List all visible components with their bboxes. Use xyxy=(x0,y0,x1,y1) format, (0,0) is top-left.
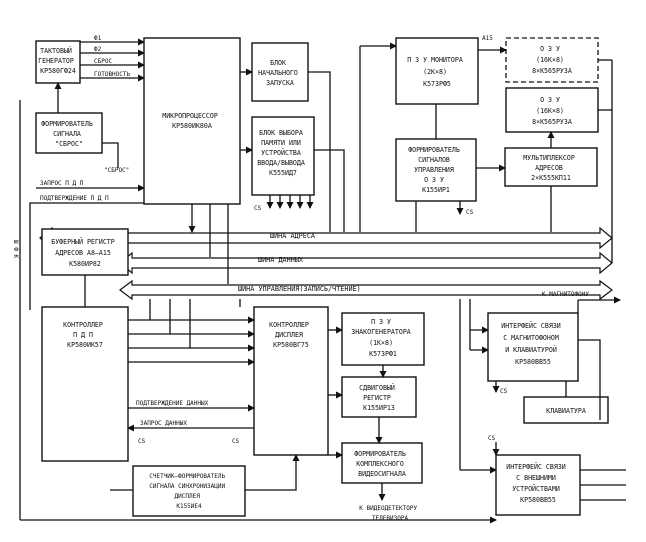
mem-select-text: БЛОК ВЫБОРА ПАМЯТИ ИЛИ УСТРОЙСТВА ВВОДА/… xyxy=(257,129,309,177)
start-unit-text: БЛОК НАЧАЛЬНОГО ЗАПУСКА xyxy=(258,59,302,87)
phi1-label: Ф1 xyxy=(94,35,102,42)
ext-interface-block xyxy=(495,454,581,516)
sync-counter-text: СЧЕТЧИК–ФОРМИРОВАТЕЛЬ СИГНАЛА СИНХРОНИЗА… xyxy=(149,473,228,510)
mem-select-cs-label: CS xyxy=(254,205,262,212)
reset-out-line xyxy=(102,142,119,168)
clock-generator-text: ТАКТОВЫЙ ГЕНЕРАТОР КР580ГФ24 xyxy=(38,46,78,75)
dma-ack-label: ПОДТВЕРЖДЕНИЕ П Д П xyxy=(40,195,109,202)
dma-cs-label: CS xyxy=(138,438,146,445)
data-ack-label: ПОДТВЕРЖДЕНИЕ ДАННЫХ xyxy=(136,400,209,407)
reset-out-label: "СБРОС" xyxy=(104,167,129,174)
mem-select-block xyxy=(251,116,315,196)
sync-to-disp xyxy=(245,454,300,491)
reset-former-block xyxy=(35,112,103,154)
data-bus-label: ШИНА ДАННЫХ xyxy=(258,256,304,264)
reset-former-text: ФОРМИРОВАТЕЛЬ СИГНАЛА "СБРОС" xyxy=(41,120,97,148)
dma-ack-line xyxy=(29,202,144,310)
ext-interface-text: ИНТЕРФЕЙС СВЯЗИ С ВНЕШНИМИ УСТРОЙСТВАМИ … xyxy=(506,462,570,504)
start-unit-line xyxy=(308,71,331,232)
video-former-text: ФОРМИРОВАТЕЛЬ КОМПЛЕКСНОГО ВИДЕОСИГНАЛА xyxy=(354,450,410,478)
address-bus-label: ШИНА АДРЕСА xyxy=(270,232,315,240)
keyboard-block xyxy=(523,396,609,424)
buffer-register-text: БУФЕРНЫЙ РЕГИСТР АДРЕСОВ А8–А15 К580ИР82 xyxy=(51,237,119,268)
cpu-block xyxy=(143,37,241,205)
side-label: Ш Ф К xyxy=(12,240,19,258)
ready-label: ГОТОВНОСТЬ xyxy=(94,71,131,78)
dma-request-label: ЗАПРОС П Д П xyxy=(40,180,84,187)
shift-register-block xyxy=(341,376,417,418)
ram-2-text: О З У (16К×8) 8×К565РУ3А xyxy=(532,96,572,126)
a15-label: А15 xyxy=(482,35,493,42)
disp-cs-label: CS xyxy=(232,438,240,445)
cpu-text: МИКРОПРОЦЕССОР КР580ИК80А xyxy=(162,112,222,130)
control-bus xyxy=(119,279,613,301)
keyboard-text: КЛАВИАТУРА xyxy=(546,407,586,415)
mem-select-line xyxy=(314,149,345,232)
data-req-label: ЗАПРОС ДАННЫХ xyxy=(140,420,187,427)
tape-cs-label: CS xyxy=(500,388,508,395)
phi2-label: Ф2 xyxy=(94,46,102,53)
ext-cs-label: CS xyxy=(488,435,496,442)
video-out-label: К ВИДЕОДЕТЕКТОРУ ТЕЛЕВИЗОРА xyxy=(359,505,420,522)
buffer-register-block xyxy=(41,228,129,276)
display-controller-block xyxy=(253,306,329,456)
chargen-rom-text: П З У ЗНАКОГЕНЕРАТОРА (1К×8) К573РФ1 xyxy=(351,318,415,358)
rom-monitor-text: П З У МОНИТОРА (2К×8) К573РФ5 xyxy=(407,56,467,88)
clock-generator-block xyxy=(35,40,81,84)
data-bus xyxy=(119,251,613,275)
ram-control-text: ФОРМИРОВАТЕЛЬ СИГНАЛОВ УПРАВЛЕНИЯ О З У … xyxy=(408,146,464,194)
control-bus-label: ШИНА УПРАВЛЕНИЯ(ЗАПИСЬ/ЧТЕНИЕ) xyxy=(238,285,361,293)
shift-register-text: СДВИГОВЫЙ РЕГИСТР К155ИР13 xyxy=(359,383,399,412)
ram-1-text: О З У (16К×8) 8×К565РУ3А xyxy=(532,45,572,75)
ram-control-block xyxy=(395,138,477,202)
display-controller-text: КОНТРОЛЛЕР ДИСПЛЕЯ КР580ВГ75 xyxy=(269,321,313,349)
video-former-block xyxy=(341,442,423,484)
reset-label: СБРОС xyxy=(94,58,112,65)
tape-interface-block xyxy=(487,312,579,382)
sync-counter-block xyxy=(132,465,246,517)
dma-controller-text: КОНТРОЛЛЕР П Д П КР580ИК57 xyxy=(63,321,107,349)
rom-monitor-block xyxy=(395,37,479,105)
tape-right-line xyxy=(578,339,601,420)
multiplexer-text: МУЛЬТИПЛЕКСОР АДРЕСОВ 2×К555КП11 xyxy=(523,154,579,182)
chargen-rom-block xyxy=(341,312,425,366)
ramctrl-cs-label: CS xyxy=(466,209,474,216)
to-tape-label: К МАГНИТОФОНУ xyxy=(542,291,589,298)
tape-interface-text: ИНТЕРФЕЙС СВЯЗИ С МАГНИТОФОНОМ И КЛАВИАТ… xyxy=(501,321,565,366)
